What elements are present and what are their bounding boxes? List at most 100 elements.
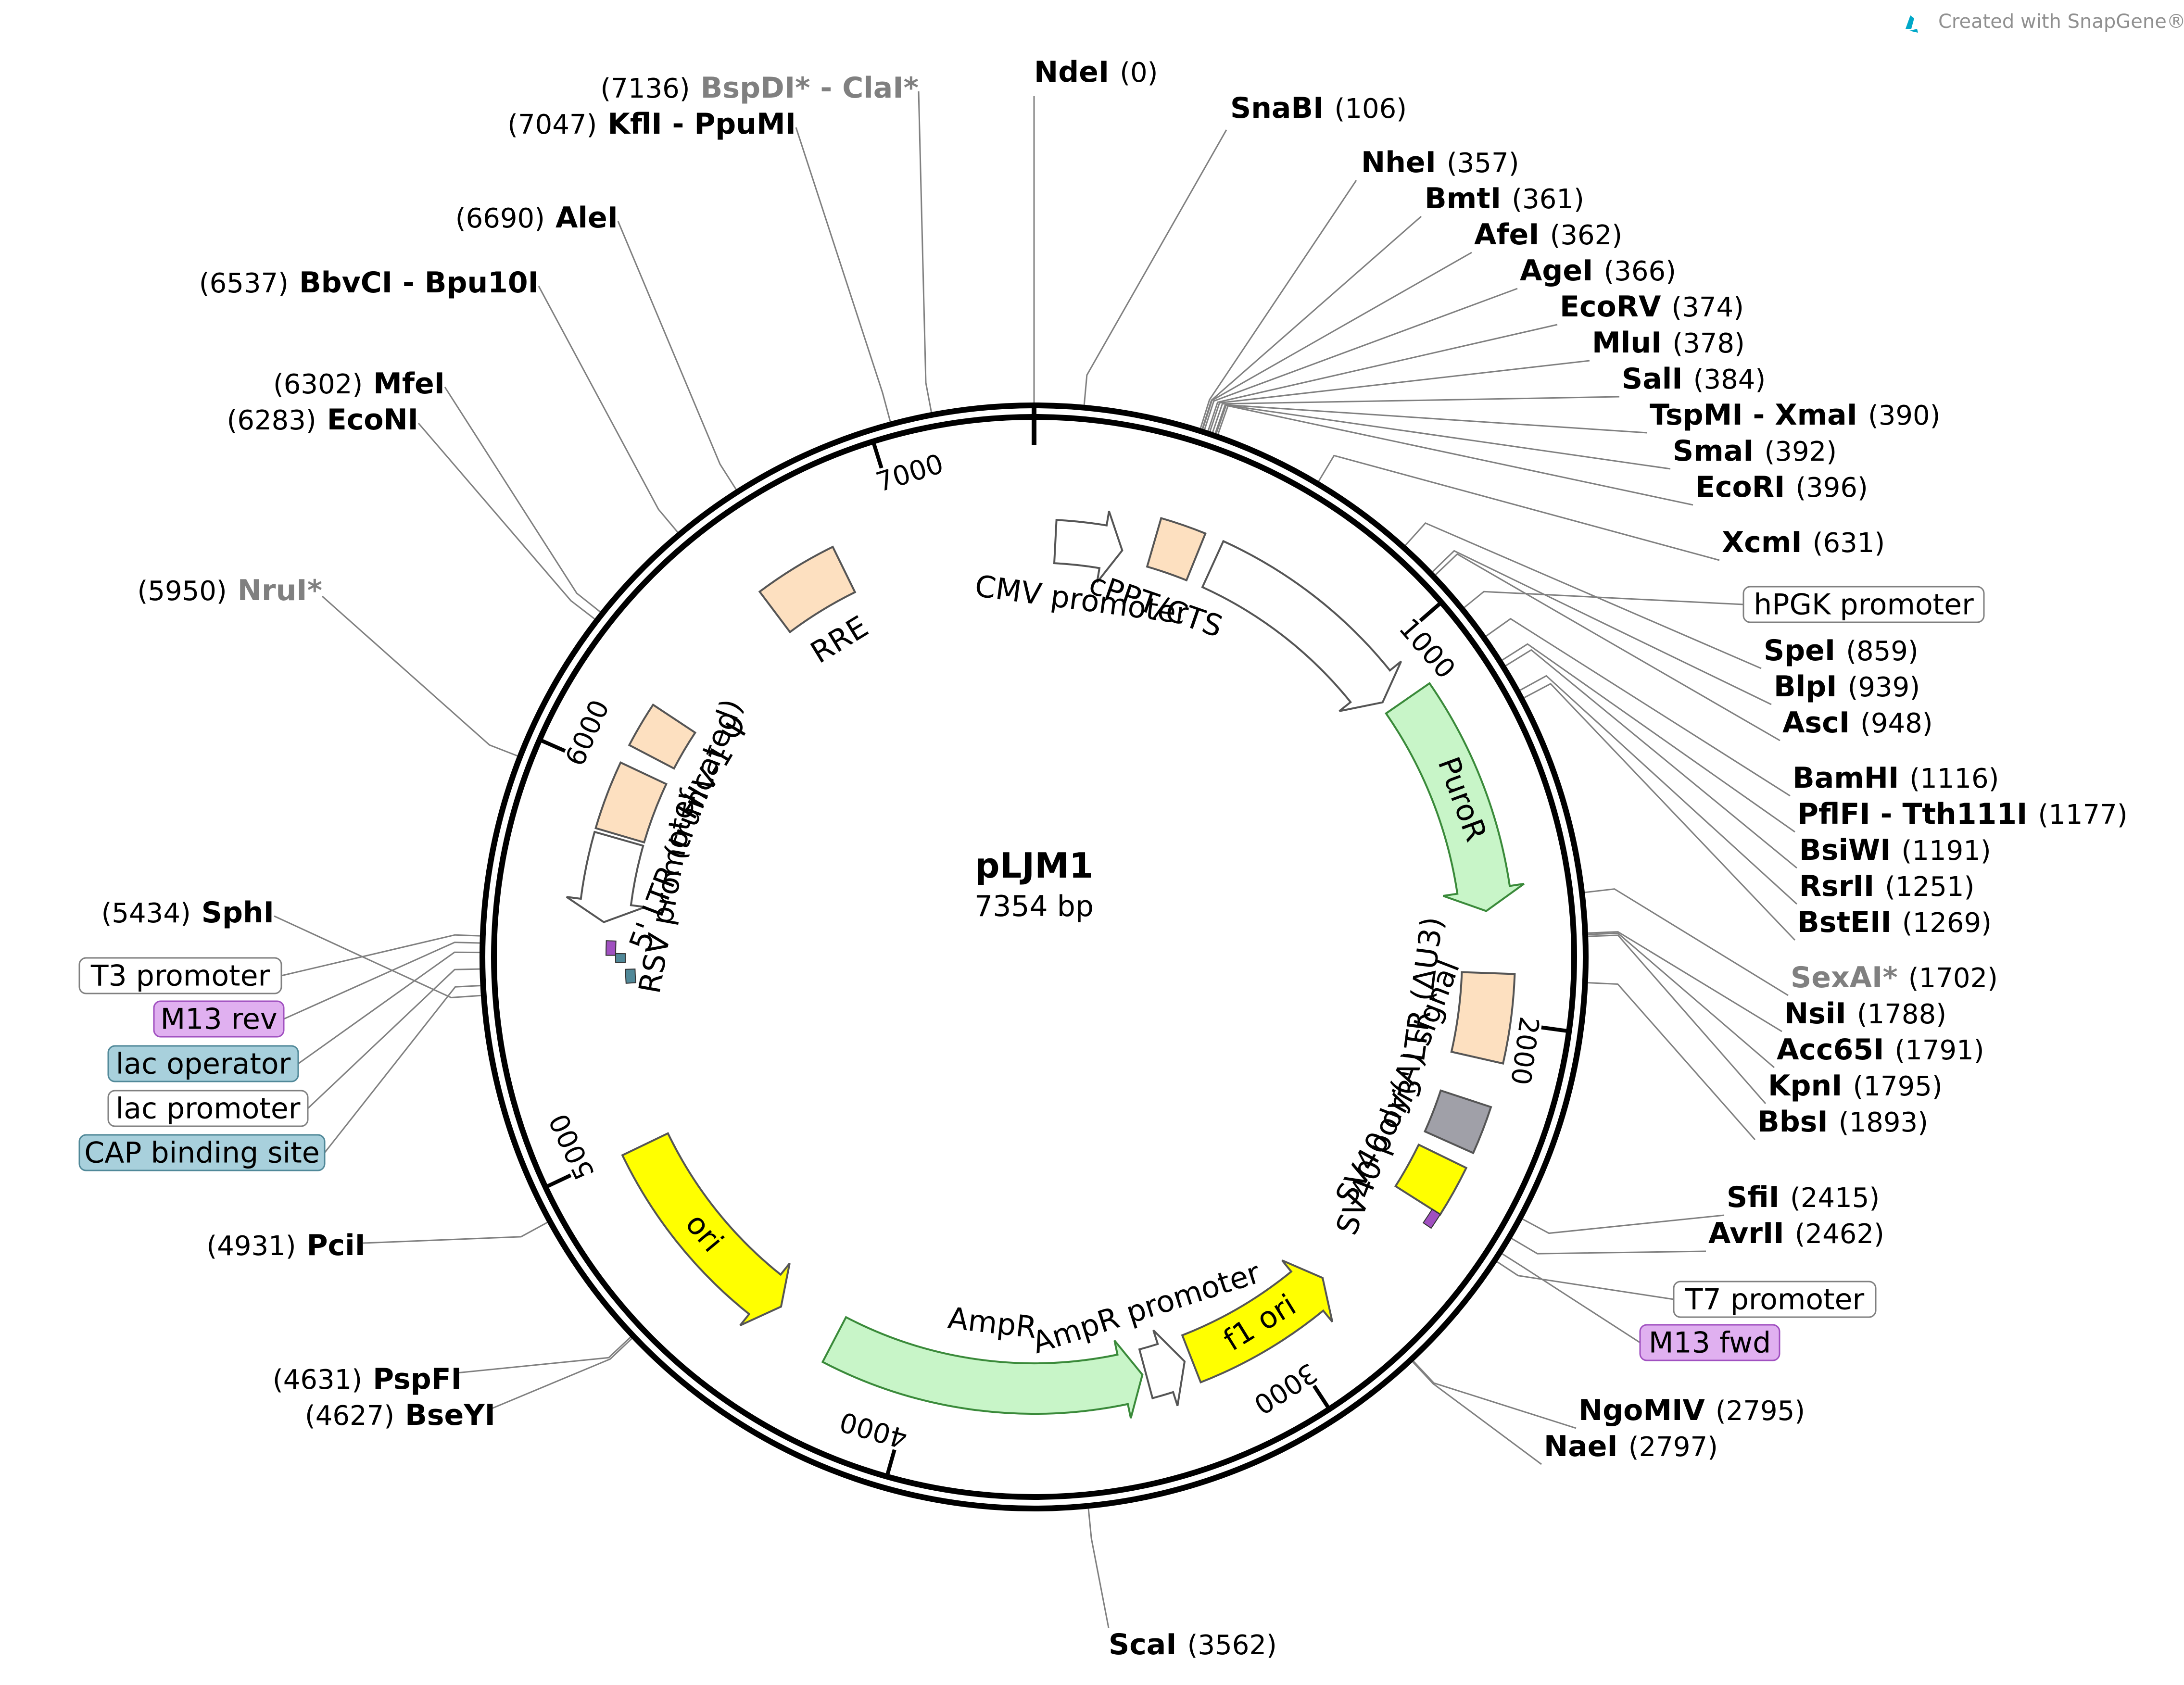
enzyme-name: RsrII: [1799, 869, 1874, 903]
enzyme-position: (384): [1693, 364, 1766, 395]
feature-f1ori[interactable]: [1181, 1259, 1334, 1384]
enzyme-econi[interactable]: (6283)EcoNI: [227, 403, 418, 437]
leader-smai: [1215, 404, 1671, 470]
enzyme-naei[interactable]: NaeI(2797): [1544, 1430, 1718, 1463]
feature-sv40ori[interactable]: [1394, 1143, 1468, 1216]
enzyme-rsrii[interactable]: RsrII(1251): [1799, 869, 1974, 903]
enzyme-clai[interactable]: (7136)BspDI* - ClaI*: [600, 71, 919, 105]
enzyme-position: (1795): [1853, 1071, 1942, 1102]
enzyme-bamhi[interactable]: BamHI(1116): [1793, 761, 1999, 795]
feature-sv40pa[interactable]: [1424, 1089, 1492, 1155]
feature-hpgkf[interactable]: [1201, 540, 1402, 712]
leader-naei: [1412, 1361, 1542, 1465]
label-box-cap[interactable]: [78, 1134, 326, 1171]
enzyme-sfii[interactable]: SfiI(2415): [1727, 1181, 1880, 1214]
enzyme-blpi[interactable]: BlpI(939): [1774, 670, 1920, 704]
feature-ampr[interactable]: [821, 1316, 1144, 1419]
enzyme-sphi[interactable]: (5434)SphI: [101, 896, 274, 930]
enzyme-snabi[interactable]: SnaBI(106): [1230, 91, 1407, 125]
leader-cap: [324, 985, 480, 1153]
label-box-text-t7: T7 promoter: [1685, 1283, 1865, 1317]
enzyme-ndei[interactable]: NdeI(0): [1034, 55, 1158, 89]
enzyme-bseyi[interactable]: (4627)BseYI: [305, 1398, 495, 1432]
label-box-lacprom[interactable]: [107, 1090, 309, 1127]
enzyme-ppumi[interactable]: (7047)KflI - PpuMI: [507, 107, 796, 141]
feature-ltr3[interactable]: [1450, 971, 1516, 1065]
leader-bamhi: [1486, 617, 1791, 797]
enzyme-avrii[interactable]: AvrII(2462): [1708, 1217, 1884, 1250]
feature-rre[interactable]: [758, 545, 857, 634]
enzyme-position: (4627): [305, 1400, 394, 1432]
enzyme-afei[interactable]: AfeI(362): [1474, 218, 1622, 251]
enzyme-nhei[interactable]: NheI(357): [1361, 146, 1519, 179]
enzyme-bsteii[interactable]: BstEII(1269): [1797, 905, 1992, 939]
enzyme-bsiwi[interactable]: BsiWI(1191): [1799, 833, 1991, 867]
enzyme-asci[interactable]: AscI(948): [1782, 706, 1933, 740]
enzyme-ngomiv[interactable]: NgoMIV(2795): [1578, 1394, 1805, 1427]
enzyme-position: (7136): [600, 73, 690, 104]
tick-label-6000: 6000: [560, 695, 616, 771]
enzyme-bmti[interactable]: BmtI(361): [1425, 182, 1584, 215]
enzyme-position: (3562): [1187, 1630, 1277, 1661]
enzyme-xcmi[interactable]: XcmI(631): [1722, 526, 1885, 559]
enzyme-tth111i[interactable]: PflFI - Tth111I(1177): [1797, 797, 2128, 831]
enzyme-sali[interactable]: SalI(384): [1622, 362, 1766, 396]
enzyme-xmai[interactable]: TspMI - XmaI(390): [1650, 398, 1941, 432]
enzyme-position: (5434): [101, 898, 191, 929]
leader-sfii: [1522, 1214, 1725, 1234]
enzyme-alei[interactable]: (6690)AleI: [455, 201, 618, 235]
enzyme-name: BbvCI - Bpu10I: [299, 266, 539, 300]
leader-bmti: [1201, 215, 1422, 429]
feature-ampprom[interactable]: [1138, 1329, 1186, 1407]
enzyme-smai[interactable]: SmaI(392): [1673, 434, 1837, 468]
tick-7000: [871, 440, 884, 469]
enzyme-position: (2415): [1790, 1182, 1880, 1214]
leader-bsiwi: [1505, 649, 1797, 869]
enzyme-nsii[interactable]: NsiI(1788): [1784, 997, 1946, 1031]
enzyme-scai[interactable]: ScaI(3562): [1109, 1628, 1277, 1661]
enzyme-ecorv[interactable]: EcoRV(374): [1560, 290, 1744, 324]
enzyme-position: (6537): [199, 268, 289, 299]
leader-mfei: [444, 387, 601, 613]
label-box-t3[interactable]: [78, 957, 282, 994]
feature-ori[interactable]: [621, 1132, 791, 1326]
label-box-hpgk[interactable]: [1742, 586, 1985, 623]
enzyme-kpni[interactable]: KpnI(1795): [1768, 1069, 1943, 1103]
feature-ltr5[interactable]: [594, 761, 668, 844]
label-box-lacop[interactable]: [107, 1045, 299, 1082]
feature-psi[interactable]: [628, 703, 697, 770]
enzyme-name: MfeI: [373, 367, 445, 401]
leader-asci: [1435, 553, 1780, 742]
leader-m13fwd: [1502, 1253, 1641, 1344]
enzyme-sexai[interactable]: SexAI*(1702): [1791, 961, 1998, 994]
enzyme-name: BamHI: [1793, 761, 1899, 795]
label-box-m13rev[interactable]: [153, 1000, 285, 1038]
enzyme-agei[interactable]: AgeI(366): [1520, 254, 1676, 288]
enzyme-name: AleI: [555, 201, 618, 235]
feature-puror[interactable]: [1385, 682, 1525, 912]
enzyme-pspfi[interactable]: (4631)PspFI: [273, 1362, 462, 1396]
enzyme-name: EcoNI: [327, 403, 418, 437]
feature-rsv[interactable]: [566, 830, 646, 923]
enzyme-nrui[interactable]: (5950)NruI*: [138, 574, 322, 607]
label-box-t7[interactable]: [1673, 1281, 1877, 1318]
enzyme-spei[interactable]: SpeI(859): [1764, 634, 1919, 667]
feature-cppt[interactable]: [1146, 517, 1207, 582]
enzyme-bbsi[interactable]: BbsI(1893): [1757, 1105, 1928, 1139]
label-box-m13fwd[interactable]: [1639, 1324, 1780, 1361]
m13fwd-mark: [1422, 1208, 1441, 1229]
enzyme-name: BbsI: [1757, 1105, 1828, 1139]
enzyme-position: (5950): [138, 576, 227, 607]
feature-cmv[interactable]: [1053, 511, 1124, 583]
enzyme-bpu10i[interactable]: (6537) BbvCI - Bpu10I: [199, 266, 539, 300]
enzyme-acc65i[interactable]: Acc65I(1791): [1777, 1033, 1984, 1067]
enzyme-mlui[interactable]: MluI(378): [1592, 326, 1745, 360]
enzyme-name: BmtI: [1425, 182, 1501, 215]
enzyme-pcii[interactable]: (4931)PciI: [206, 1229, 366, 1262]
enzyme-name: BlpI: [1774, 670, 1837, 704]
enzyme-mfei[interactable]: (6302)MfeI: [273, 367, 445, 401]
leader-tth111i: [1502, 643, 1795, 833]
enzyme-ecori[interactable]: EcoRI(396): [1695, 470, 1868, 504]
leader-rsrii: [1520, 675, 1798, 905]
